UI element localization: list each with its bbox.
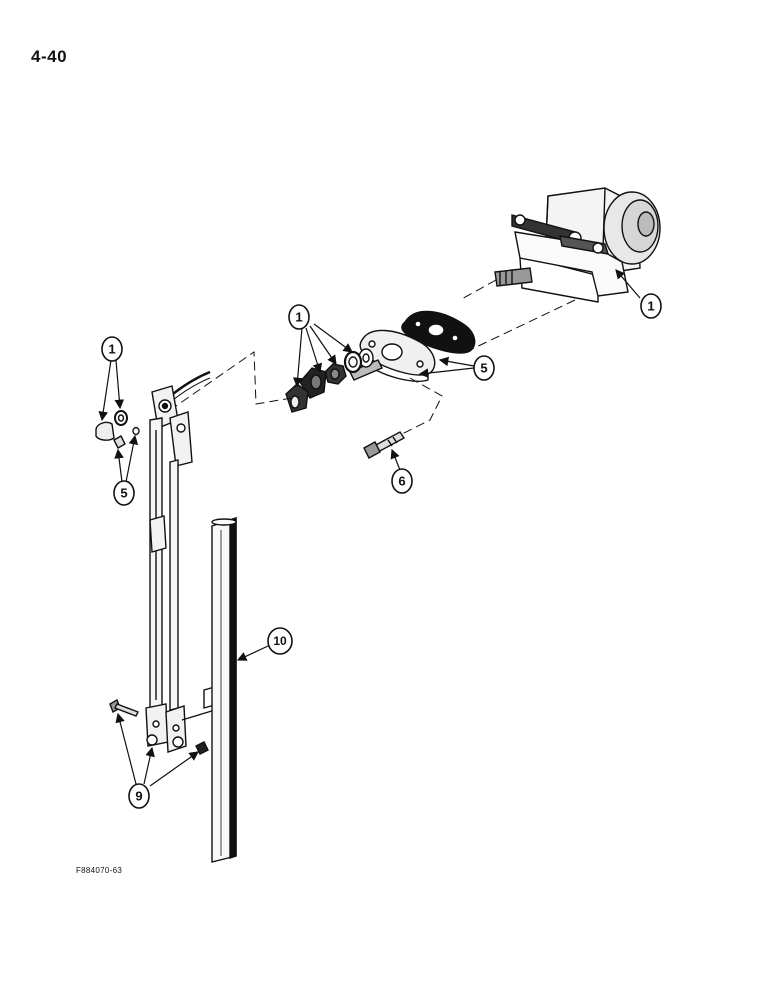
page-number: 4-40 [31, 47, 68, 66]
wiper-motor-illustration [494, 187, 661, 303]
mount-bolt [363, 431, 406, 459]
wiper-blade [211, 517, 237, 863]
shaft-fasteners [285, 348, 383, 413]
callout-shaft-fasteners: 1 [288, 304, 310, 330]
callout-label: 9 [135, 789, 142, 804]
callout-label: 1 [295, 310, 302, 325]
callout-label: 5 [120, 486, 127, 501]
callout-label: 10 [273, 634, 287, 648]
callout-cap-nut: 1 [101, 336, 123, 362]
callout-arm-washers: 5 [113, 480, 135, 506]
gasket-and-mount-plate [359, 310, 476, 382]
callout-gasket: 5 [473, 355, 495, 381]
figure-code: F884070-63 [76, 866, 123, 875]
callout-bolt: 6 [391, 468, 413, 494]
callout-label: 5 [480, 361, 487, 376]
callout-label: 1 [108, 342, 115, 357]
callout-label: 6 [398, 474, 405, 489]
lower-fasteners [109, 698, 209, 755]
alignment-lines [175, 279, 576, 435]
callout-wiper-blade: 10 [267, 627, 293, 655]
callout-label: 1 [647, 299, 654, 314]
wiper-arm-assembly [145, 370, 233, 753]
callout-lower-fasteners: 9 [128, 783, 150, 809]
leader-lines [98, 269, 641, 787]
callout-motor: 1 [640, 293, 662, 319]
arm-cap-nut-and-washers [95, 410, 140, 449]
